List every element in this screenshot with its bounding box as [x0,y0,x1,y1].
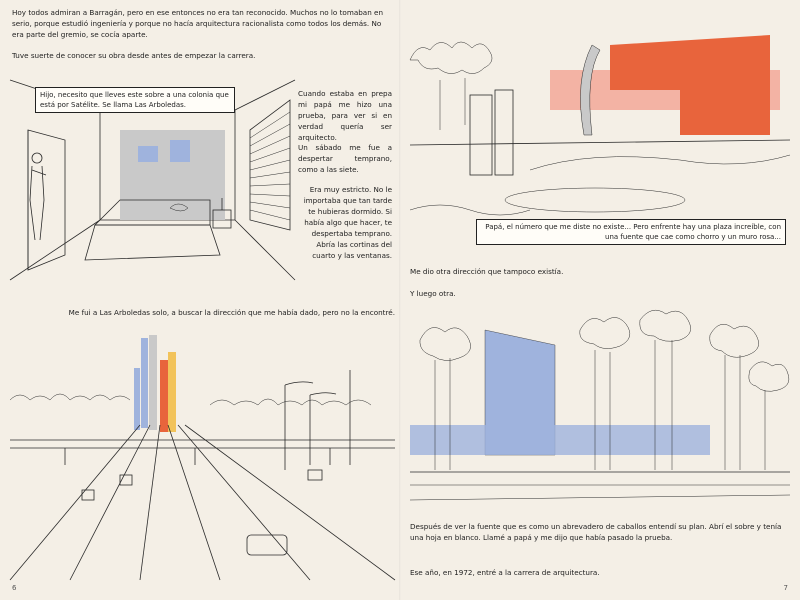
white-pillar-left [469,94,493,176]
right-line-2: Y luego otra. [410,289,456,298]
orange-wall [610,35,770,135]
bedroom-illustration [9,79,296,281]
second-paragraph: Tuve suerte de conocer su obra desde ant… [12,51,256,60]
forest-tower-illustration [409,309,791,515]
side-text-1: Cuando estaba en prepa mi papá me hizo u… [298,89,392,142]
page-number-right: 7 [783,584,788,592]
bottom-paragraph: Después de ver la fuente que es como un … [410,522,782,542]
tower-orange [160,360,168,432]
blue-picture-right [170,140,190,162]
book-gutter [399,0,401,600]
bedroom-caption: Hijo, necesito que lleves este sobre a u… [35,87,235,113]
blue-band [410,425,710,455]
page-number-left: 6 [12,584,17,592]
car-front [246,534,288,556]
fountain-illustration [409,20,791,240]
tower-gray [149,335,157,430]
car-left [81,489,95,501]
tower-blue-2 [134,368,140,430]
side-text-2: Un sábado me fue a despertar temprano, c… [298,143,392,174]
tower-yellow [168,352,176,432]
intro-paragraph: Hoy todos admiran a Barragán, pero en es… [12,8,384,39]
side-text-3: Era muy estricto. No le importaba que ta… [303,185,392,260]
fountain-caption: Papá, el número que me diste no existe..… [476,219,786,245]
window-blinds [249,99,291,231]
highway-illustration [9,330,396,581]
fountain-water [580,44,601,136]
right-line-1: Me dio otra dirección que tampoco existí… [410,267,564,276]
highway-caption: Me fui a Las Arboledas solo, a buscar la… [68,308,395,317]
blue-picture-left [138,146,158,162]
tower-blue-1 [141,338,148,428]
white-pillar-right [494,89,514,176]
car-middle [119,474,133,486]
car-right [307,469,323,481]
last-line: Ese año, en 1972, entré a la carrera de … [410,568,600,577]
